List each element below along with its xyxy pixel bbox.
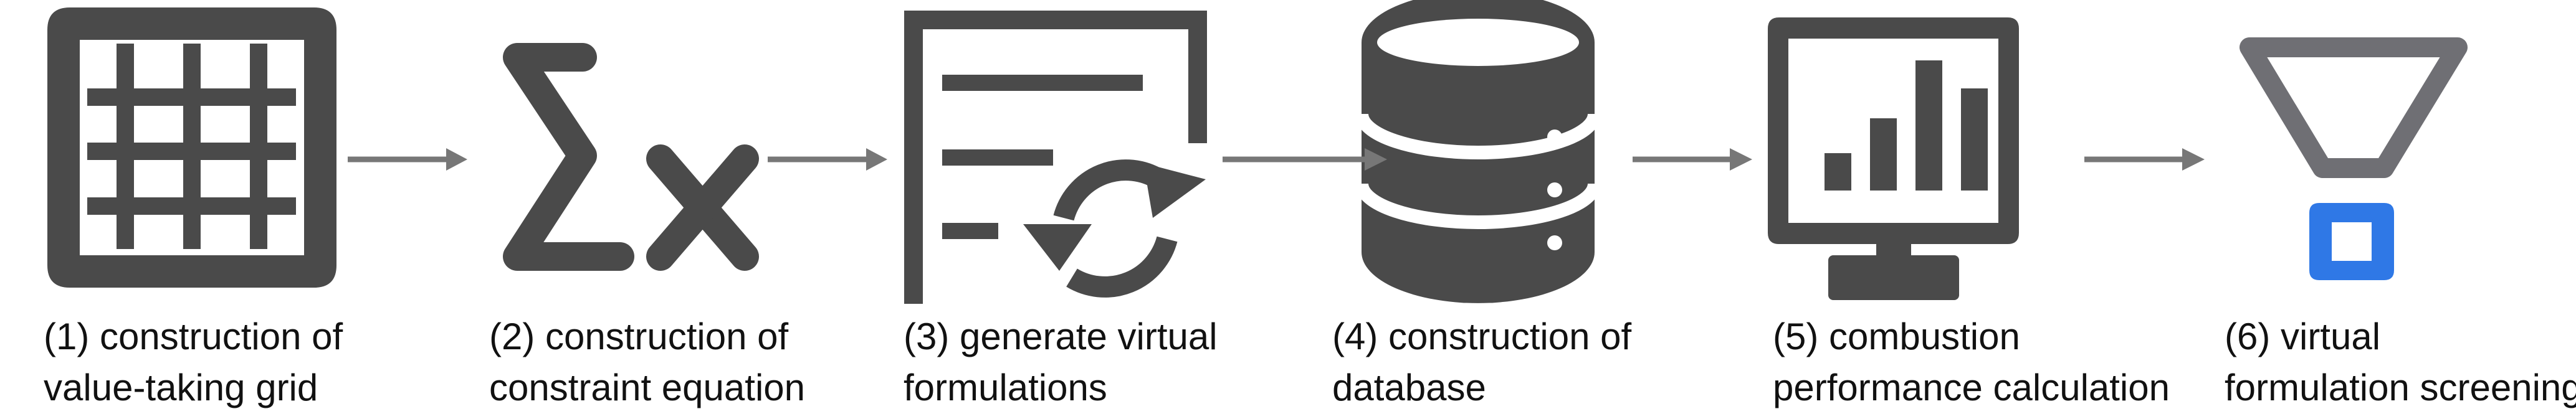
step-6-label-line-2: formulation screening	[2225, 367, 2576, 408]
step-3-label: (3) generate virtual formulations	[904, 311, 1218, 413]
step-6-label: (6) virtual formulation screening	[2225, 311, 2576, 413]
step-1-label-line-2: value-taking grid	[44, 367, 318, 408]
step-4-label-line-1: (4) construction of	[1332, 316, 1632, 357]
grid-icon	[47, 7, 336, 288]
step-1-label: (1) construction of value-taking grid	[44, 311, 343, 413]
document-refresh-icon	[904, 11, 1207, 304]
arrow-1-2	[348, 148, 467, 171]
arrow-5-6	[2084, 148, 2205, 171]
step-2-label-line-1: (2) construction of	[489, 316, 789, 357]
funnel-filter-icon	[2240, 37, 2468, 280]
monitor-chart-icon	[1768, 17, 2019, 300]
database-icon	[1355, 0, 1601, 303]
step-4-label: (4) construction of database	[1332, 311, 1631, 413]
arrow-4-5	[1633, 148, 1752, 171]
step-5-label-line-1: (5) combustion	[1773, 316, 2020, 357]
step-1-label-line-1: (1) construction of	[44, 316, 343, 357]
step-5-label: (5) combustion performance calculation	[1773, 311, 2170, 413]
step-2-label: (2) construction of constraint equation	[489, 311, 805, 413]
step-3-label-line-1: (3) generate virtual	[904, 316, 1218, 357]
step-3-label-line-2: formulations	[904, 367, 1107, 408]
step-4-label-line-2: database	[1332, 367, 1486, 408]
step-2-label-line-2: constraint equation	[489, 367, 806, 408]
refresh-icon	[1023, 159, 1206, 298]
arrow-3-4	[1223, 148, 1387, 171]
step-6-label-line-1: (6) virtual	[2225, 316, 2381, 357]
step-5-label-line-2: performance calculation	[1773, 367, 2170, 408]
arrow-2-3	[768, 148, 887, 171]
sigma-times-icon	[503, 43, 759, 271]
